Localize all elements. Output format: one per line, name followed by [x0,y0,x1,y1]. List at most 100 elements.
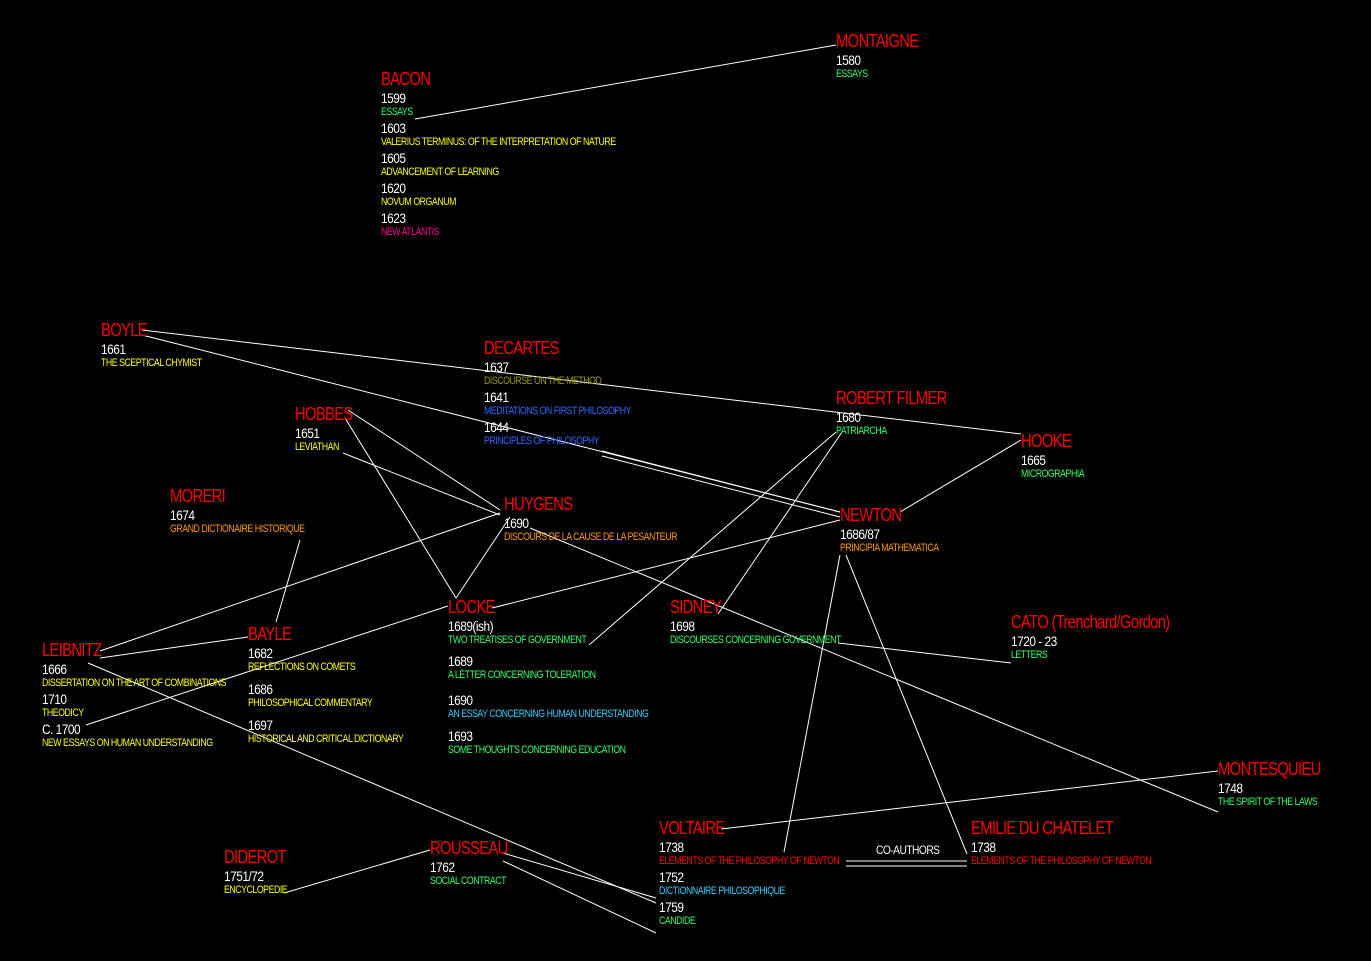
author-name: CATO (Trenchard/Gordon) [1011,612,1170,632]
node-bacon: BACON 1599 ESSAYS 1603 VALERIUS TERMINUS… [381,70,674,238]
work-year: 1580 [836,52,861,68]
work-year: 1689(ish) [448,618,494,634]
work-title: LETTERS [1011,649,1048,661]
author-name: NEWTON [840,505,902,525]
work-title: DISCOURS DE LA CAUSE DE LA PESANTEUR [504,531,677,543]
work-year: 1620 [381,180,406,196]
author-name: EMILIE DU CHATELET [971,818,1114,838]
link-rousseau-voltaire-a [502,852,657,899]
node-montesquieu: MONTESQUIEU 1748 THE SPIRIT OF THE LAWS [1218,760,1343,808]
work-year: 1661 [101,341,126,357]
author-name: MONTESQUIEU [1218,759,1321,779]
node-cato: CATO (Trenchard/Gordon) 1720 - 23 LETTER… [1011,613,1204,661]
work-title: THE SCEPTICAL CHYMIST [101,357,202,369]
node-diderot: DIDEROT 1751/72 ENCYCLOPEDIE [224,848,303,896]
work-year: 1665 [1021,452,1046,468]
node-leibnitz: LEIBNITZ 1666 DISSERTATION ON THE ART OF… [42,641,272,749]
node-newton: NEWTON 1686/87 PRINCIPIA MATHEMATICA [840,506,963,554]
link-locke-newton [491,519,841,609]
work-title: ESSAYS [836,68,868,80]
work-title: NEW ESSAYS ON HUMAN UNDERSTANDING [42,737,213,749]
work-year: 1762 [430,859,455,875]
link-leibnitz-huygens [99,512,501,652]
work-title: MICROGRAPHIA [1021,468,1085,480]
link-newton-voltaire [783,554,841,853]
work-year: 1697 [248,717,273,733]
node-moreri: MORERI 1674 GRAND DICTIONAIRE HISTORIQUE [170,487,338,535]
author-name: DECARTES [484,338,560,358]
work-title: THEODICY [42,707,84,719]
author-name: HOOKE [1021,431,1072,451]
work-title: PATRIARCHA [836,425,887,437]
work-year: 1651 [295,425,320,441]
link-filmer-locke [588,431,837,646]
link-leviathan-huygens [342,452,501,516]
work-year: 1605 [381,150,406,166]
link-boyle-hooke [141,329,1022,435]
node-voltaire: VOLTAIRE 1738 ELEMENTS OF THE PHILOSOPHY… [659,819,884,927]
work-title: HISTORICAL AND CRITICAL DICTIONARY [248,733,404,745]
work-title: DISCOURSE ON THE METHOD [484,375,602,387]
author-name: MONTAIGNE [836,31,919,51]
author-name: LOCKE [448,597,495,617]
work-title: PHILOSOPHICAL COMMENTARY [248,697,373,709]
author-name: SIDNEY [670,597,722,617]
work-year: 1748 [1218,780,1243,796]
work-year: C. 1700 [42,721,81,737]
work-title: ADVANCEMENT OF LEARNING [381,166,499,178]
node-sidney: SIDNEY 1698 DISCOURSES CONCERNING GOVERN… [670,598,884,646]
node-boyle: BOYLE 1661 THE SCEPTICAL CHYMIST [101,321,227,369]
work-year: 1752 [659,869,684,885]
node-robert-filmer: ROBERT FILMER 1680 PATRIARCHA [836,389,971,437]
work-title: ENCYCLOPEDIE [224,884,288,896]
author-name: HOBBES [295,404,353,424]
work-title: DICTIONNAIRE PHILOSOPHIQUE [659,885,785,897]
work-title: VALERIUS TERMINUS: OF THE INTERPRETATION… [381,136,616,148]
work-year: 1682 [248,645,273,661]
node-locke: LOCKE 1689(ish) TWO TREATISES OF GOVERNM… [448,598,698,756]
link-leibnitz-bayle [99,636,249,659]
author-name: BOYLE [101,320,148,340]
link-sidney-cato [837,642,1012,664]
work-year: 1759 [659,899,684,915]
link-huygens-locke [455,516,511,599]
work-title: SOCIAL CONTRACT [430,875,507,887]
coauthors-label: CO-AUTHORS [876,843,940,857]
link-hobbes-huygens [347,409,501,511]
node-rousseau: ROUSSEAU 1762 SOCIAL CONTRACT [430,839,525,887]
work-title: A LETTER CONCERNING TOLERATION [448,669,596,681]
author-name: MORERI [170,486,226,506]
work-year: 1689 [448,653,473,669]
author-name: VOLTAIRE [659,818,725,838]
work-year: 1690 [448,692,473,708]
author-name: ROBERT FILMER [836,388,947,408]
link-huygens-montesquieu [529,527,1219,813]
work-year: 1674 [170,507,195,523]
work-year: 1686/87 [840,526,880,542]
work-title: NEW ATLANTIS [381,226,440,238]
author-name: DIDEROT [224,847,286,867]
link-hobbes-locke [344,417,457,599]
node-emilie-du-chatelet: EMILIE DU CHATELET 1738 ELEMENTS OF THE … [971,819,1196,867]
node-huygens: HUYGENS 1690 DISCOURS DE LA CAUSE DE LA … [504,495,720,543]
work-title: ELEMENTS OF THE PHILOSOPHY OF NEWTON [659,855,840,867]
link-bacon-montaigne [414,44,837,120]
work-title: MEDITATIONS ON FIRST PHILOSOPHY [484,405,631,417]
node-decartes: DECARTES 1637 DISCOURSE ON THE METHOD 16… [484,339,668,447]
author-name: HUYGENS [504,494,573,514]
work-title: TWO TREATISES OF GOVERNMENT [448,634,587,646]
work-title: REFLECTIONS ON COMETS [248,661,356,673]
link-newton-hooke [899,439,1022,513]
work-year: 1603 [381,120,406,136]
work-year: 1680 [836,409,861,425]
work-title: CANDIDE [659,915,696,927]
link-filmer-sidney [717,431,843,615]
link-rousseau-voltaire-b [502,860,657,934]
link-theodicy-locke [85,605,449,726]
work-year: 1599 [381,90,406,106]
author-name: LEIBNITZ [42,640,102,660]
node-hobbes: HOBBES 1651 LEVIATHAN [295,405,365,453]
link-leibnitz-voltaire [87,662,657,904]
link-diderot-rousseau [283,849,431,894]
